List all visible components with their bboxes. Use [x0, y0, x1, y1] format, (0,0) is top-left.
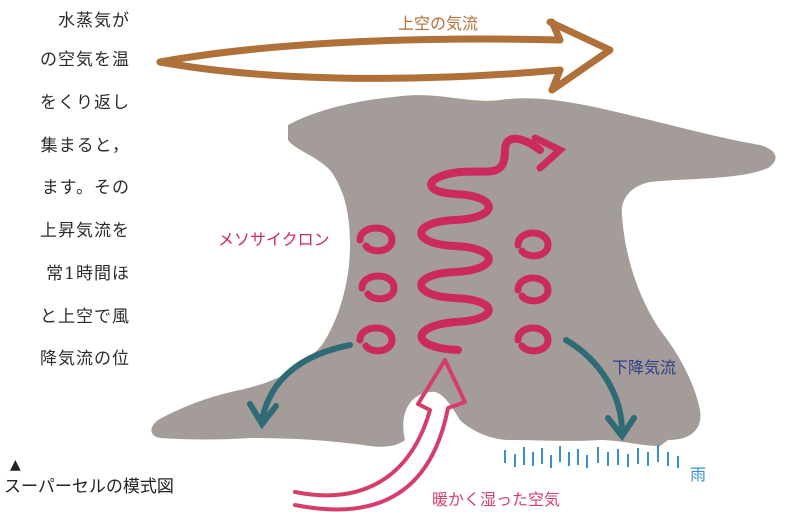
downdraft-label: 下降気流: [612, 354, 676, 378]
upper-airflow-label: 上空の気流: [398, 10, 478, 34]
mesocyclone-label: メソサイクロン: [218, 226, 330, 250]
caption-marker: ▲: [10, 458, 174, 472]
warm-moist-air-label: 暖かく湿った空気: [432, 486, 560, 510]
upper-airflow-arrow: [160, 22, 610, 90]
caption-text: スーパーセルの模式図: [4, 477, 174, 497]
figure-caption: ▲ スーパーセルの模式図: [4, 458, 174, 497]
rain-marks: [505, 445, 678, 468]
rain-label: 雨: [690, 461, 706, 485]
